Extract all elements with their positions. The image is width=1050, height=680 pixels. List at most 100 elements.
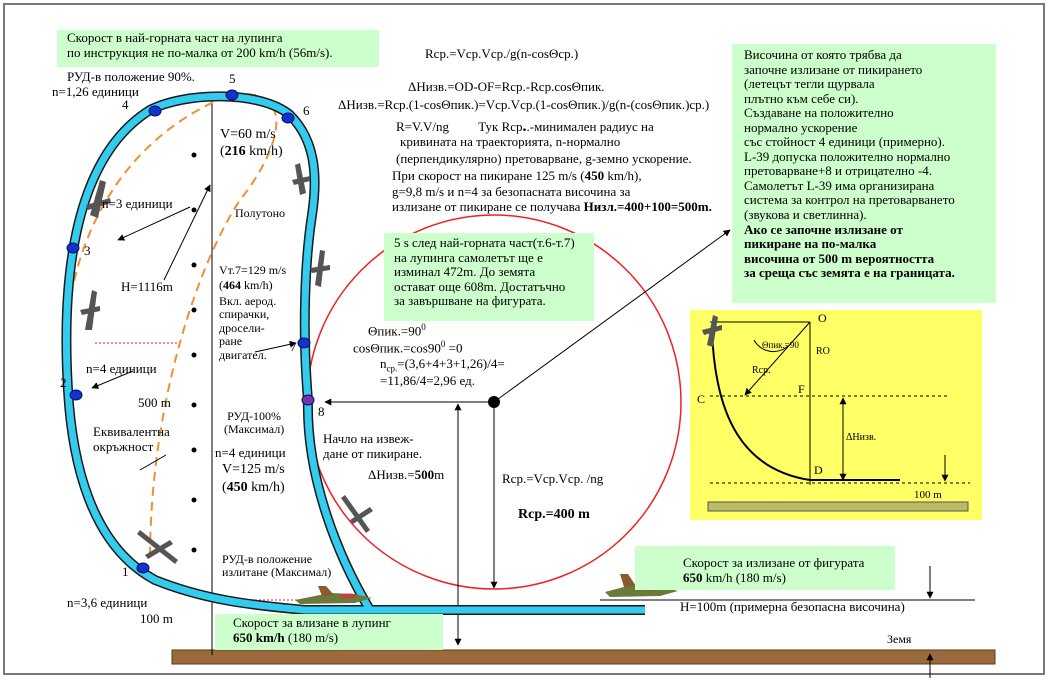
label-rud90: РУД-в положение 90%. (67, 69, 195, 84)
ncp-n: n (380, 356, 387, 371)
label-brakes: Вкл. аерод. спирачки, дросели- ране двиг… (219, 294, 277, 362)
inset-label-theta: Θпик.=90 (762, 340, 799, 350)
formula-7: При скорост на пикиране 125 m/s (450 km/… (392, 168, 642, 184)
label-rud-takeoff: РУД-в положение излитане (Максимал) (222, 552, 332, 580)
label-n4a: n=4 единици (86, 361, 157, 376)
note-altitude-bold: Ако се започне излизане от пикиране на п… (744, 221, 955, 281)
inset-label-d: D (814, 463, 823, 477)
v450-open: ( (222, 480, 227, 495)
theta90-text: Θпик.=90 (368, 323, 422, 339)
inset-airplane-icon (702, 315, 722, 347)
point-label-2: 2 (60, 375, 67, 390)
note-top-speed: Скорост в най-горната част на лупинга по… (57, 30, 379, 67)
theta90-sup: 0 (421, 322, 426, 332)
label-v60: V=60 m/s (220, 127, 276, 142)
vt7-value: 464 (223, 278, 241, 292)
loop-track (62, 92, 645, 614)
h1116-arrow (163, 184, 211, 281)
ncp-sub: ср. (386, 363, 398, 374)
formula-4c: .-минимален радиус на (526, 119, 654, 134)
formula-6: (перпендикулярно) претоварване, g-земно … (396, 151, 692, 166)
dh500-value: 500 (414, 467, 435, 482)
formula-1: Rср.=Vср.Vср./g(n-cosΘср.) (425, 46, 579, 61)
point-6 (281, 112, 295, 124)
airplane-icon (292, 163, 310, 195)
point-label-8: 8 (318, 404, 325, 419)
label-halfroll: Полутоно (235, 206, 286, 220)
note-entry-speed: Скорост за влизане в лупинг 650 km/h (18… (215, 614, 443, 650)
v216-open: ( (220, 144, 225, 159)
airplane-silhouettes (80, 163, 373, 564)
dh500-prefix: ΔНизв.= (368, 467, 415, 482)
v450-value: 450 (226, 480, 248, 495)
equiv-pointer (139, 454, 167, 471)
formula-7b: 450 (584, 168, 605, 183)
point-label-6: 6 (303, 103, 310, 118)
label-dh500: ΔНизв.=500m (368, 467, 444, 483)
label-equivalent: Еквивалентна окръжност (93, 424, 170, 454)
note-altitude-text: Височина от която трябва да започне изли… (744, 47, 955, 223)
formula-7c: km/h), (604, 168, 642, 183)
label-rud100: РУД-100% (Максимал) (224, 409, 285, 437)
label-vt7-kmh: (464 km/h) (219, 278, 273, 292)
ground-bar (171, 649, 996, 665)
point-label-4: 4 (122, 97, 129, 112)
label-n4b: n=4 единици (215, 445, 286, 460)
v450-unit: km/h) (247, 480, 285, 495)
label-rcp-formula: Rср.=Vср.Vср. /ng (502, 471, 604, 486)
entry-speed-line1: Скорост за влизане в лупинг (233, 615, 391, 630)
formula-2: ΔНизв.=OD-OF=Rср.-Rср.cosΘпик. (408, 79, 605, 94)
vt7-unit: km/h) (241, 278, 273, 292)
label-n3: n=3 единици (102, 196, 173, 211)
point-3 (66, 242, 80, 254)
formula-9b: Низл.=400+100=500m. (583, 199, 712, 214)
inset-label-dh: ΔНизв. (846, 432, 877, 443)
airplane-icon (80, 290, 100, 330)
point-4 (148, 105, 162, 117)
inset-radius (744, 321, 811, 396)
note-exit-speed: Скорост за излизане от фигурата 650 km/h… (635, 546, 895, 590)
formula-5: кривината на траекторията, n-нормално (400, 134, 621, 149)
brakes-arrow (254, 340, 297, 353)
frame (3, 3, 1045, 675)
inset-label-rcp: Rср. (752, 365, 771, 376)
formula-7a: При скорост на пикиране 125 m/s ( (392, 168, 585, 183)
inset-angle-arc (753, 339, 789, 353)
label-v216: (216 km/h) (220, 144, 283, 160)
formula-4b: Тук Rср (478, 119, 523, 134)
cos90-text: cosΘпик.=cos90 (353, 340, 441, 356)
formula-3: ΔНизв.=Rср.(1-cosΘпик.)=Vср.Vср.(1-cosΘп… (338, 97, 710, 112)
airplane-icon (310, 250, 330, 287)
entry-speed-value: 650 km/h (233, 629, 285, 645)
airplane-icon (341, 495, 373, 533)
label-ncp-result: =11,86/4=2,96 ед. (380, 373, 476, 388)
label-start-dive: Начло на извеж- дане от пикиране. (323, 431, 423, 461)
label-v450: (450 km/h) (222, 480, 285, 496)
note-five-seconds: 5 s след най-горната част(т.6-т.7) на лу… (384, 233, 594, 321)
pointer-altitude-note (493, 229, 731, 403)
n3-arrow (117, 206, 191, 241)
label-theta90: Θпик.=900 (368, 322, 426, 339)
ncp-formula: =(3,6+4+3+1,26)/4= (397, 356, 505, 371)
inset-label-r0: RO (816, 346, 830, 357)
label-n126: n=1,26 единици (52, 84, 139, 99)
airplane-icon (137, 530, 178, 564)
point-2 (69, 389, 83, 401)
equivalent-circle-arc (64, 92, 278, 561)
exit-speed-value: 650 (683, 569, 703, 585)
cos90-end: =0 (445, 340, 463, 356)
label-n36: n=3,6 единици (67, 595, 148, 610)
track-points (66, 89, 315, 574)
inset-label-o: O (818, 311, 827, 325)
formula-9a: излизане от пикиране се получава (392, 199, 584, 214)
point-label-3: 3 (84, 243, 91, 258)
label-100m: 100 m (140, 611, 173, 626)
n4-arrow (91, 370, 134, 389)
cos90-sup: 0 (440, 339, 446, 349)
inset-label-f: F (798, 382, 805, 396)
formula-9: излизане от пикиране се получава Низл.=4… (392, 199, 712, 215)
entry-speed-unit: (180 m/s) (284, 629, 339, 645)
point-1 (136, 562, 150, 574)
exit-speed-line1: Скорост за излизане от фигурата (683, 555, 865, 570)
